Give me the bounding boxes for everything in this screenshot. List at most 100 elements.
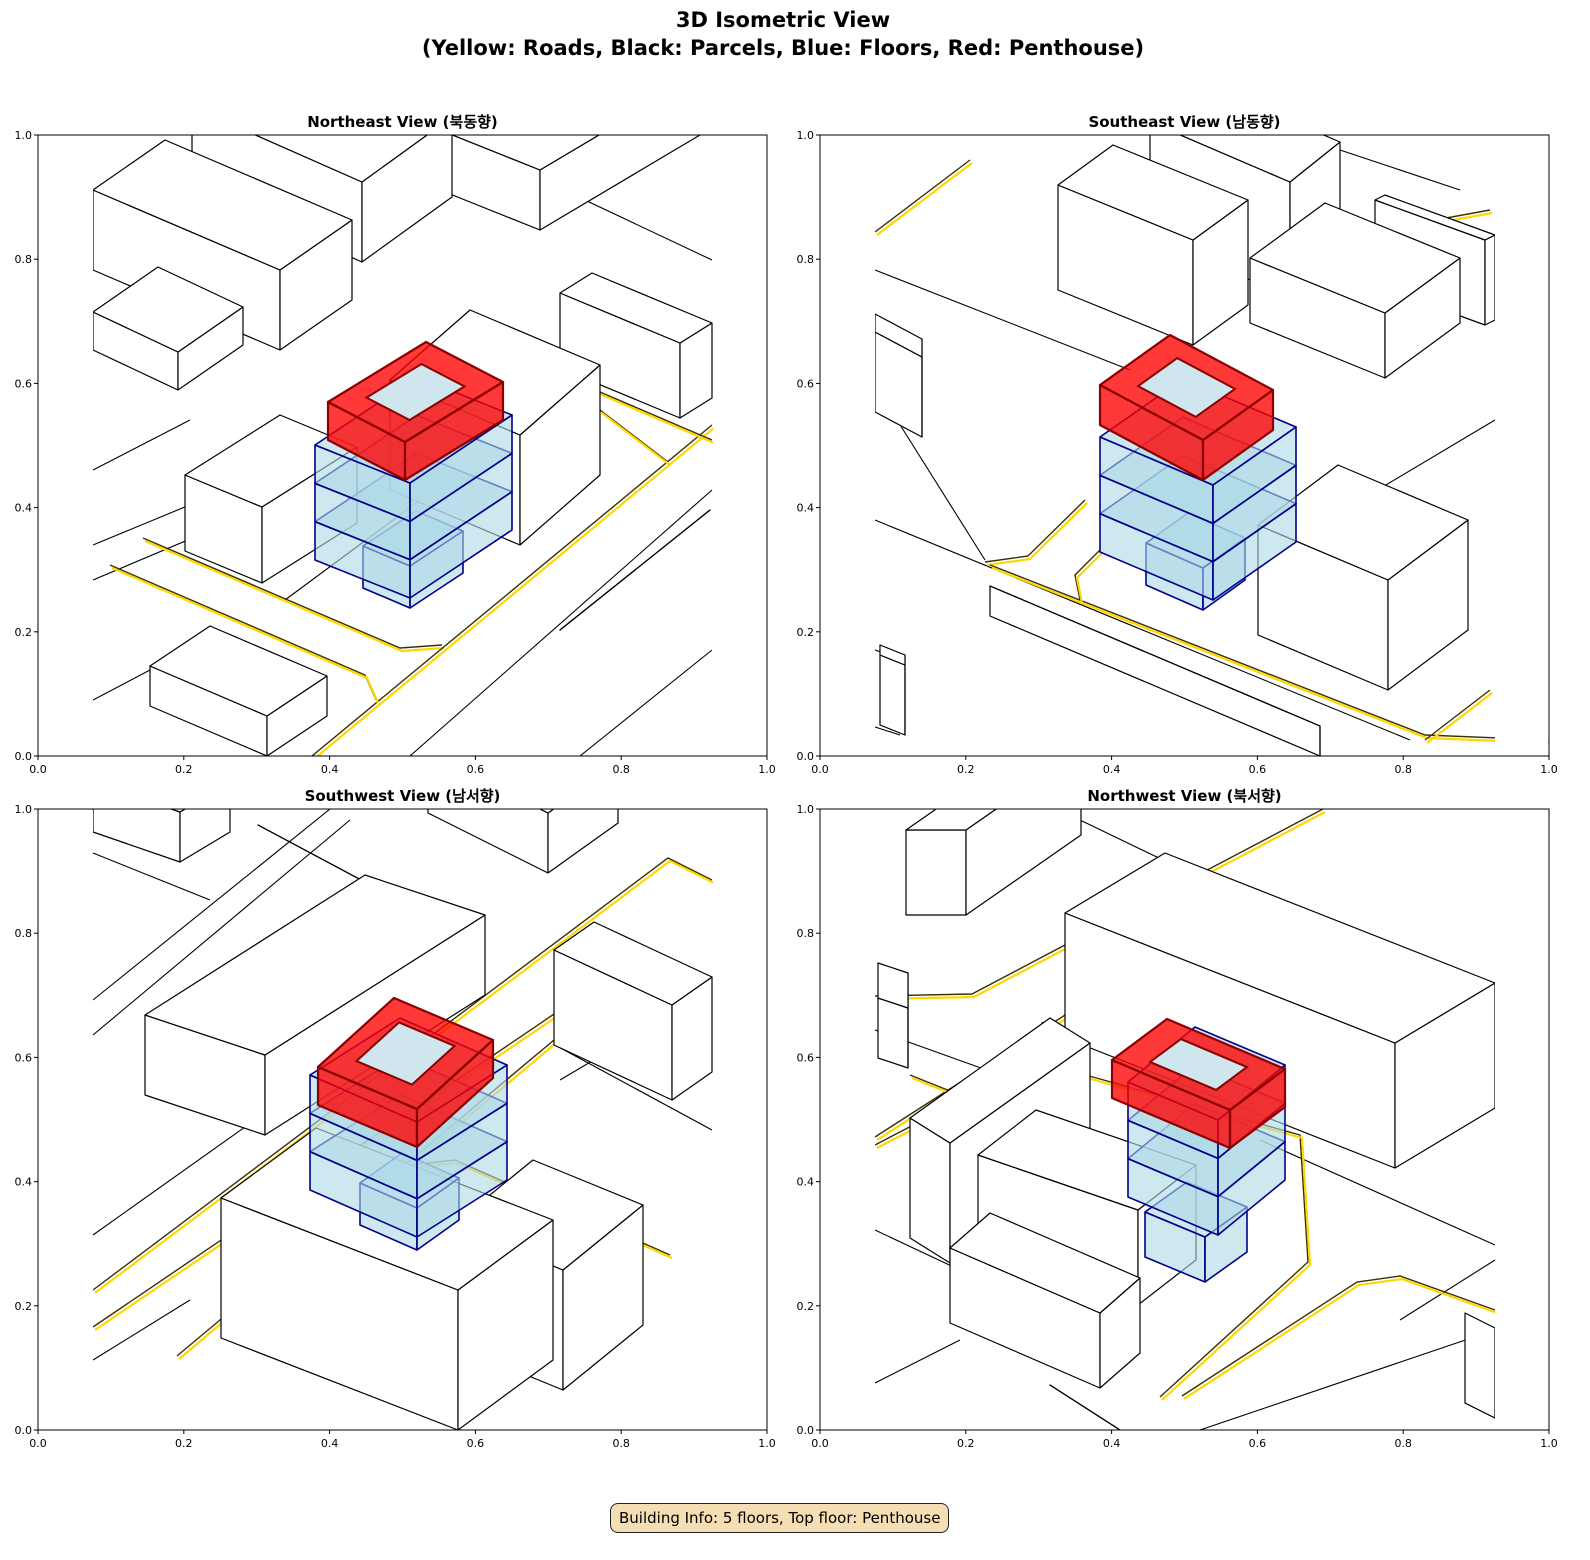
axes-frame — [37, 134, 768, 757]
x-tick-label: 1.0 — [758, 763, 776, 776]
margin-mask — [821, 810, 875, 1429]
x-tick-label: 0.6 — [1249, 1437, 1267, 1450]
margin-mask — [821, 136, 875, 755]
road-edge — [1074, 549, 1101, 601]
x-tick-label: 0.6 — [467, 763, 485, 776]
parcel-line — [874, 1339, 961, 1384]
road-line — [111, 566, 380, 704]
y-tick-label: 0.4 — [15, 1176, 33, 1189]
y-tick-label: 0.4 — [15, 502, 33, 515]
y-tick-label: 0.8 — [797, 253, 815, 266]
x-tick-label: 0.4 — [1103, 1437, 1121, 1450]
x-tick-label: 0.8 — [612, 1437, 630, 1450]
margin-mask — [1495, 810, 1548, 1429]
x-tick-label: 0.0 — [811, 1437, 829, 1450]
x-tick-label: 0.2 — [957, 1437, 975, 1450]
x-tick-label: 0.0 — [811, 763, 829, 776]
x-tick-label: 0.8 — [612, 763, 630, 776]
parcel-line — [92, 852, 211, 901]
penthouse — [1098, 333, 1275, 482]
penthouse-courtyard — [1148, 1037, 1249, 1092]
x-tick-label: 0.2 — [175, 763, 193, 776]
parcel-line — [1339, 149, 1461, 191]
scene-4 — [821, 809, 1548, 1430]
y-tick-label: 0.6 — [797, 1051, 815, 1064]
road-edge — [1181, 1275, 1496, 1397]
parcel-building — [989, 585, 1321, 756]
subplot-title: Southwest View (남서향) — [305, 787, 501, 805]
parcel-building — [92, 139, 353, 351]
parcel-building — [559, 272, 713, 419]
subplot-title: Southeast View (남동향) — [1088, 113, 1280, 131]
parcel-line — [874, 519, 1411, 741]
axes-frame — [819, 808, 1550, 1431]
subplot-title: Northeast View (북동향) — [307, 113, 498, 131]
road-edge — [599, 409, 669, 463]
margin-mask — [713, 136, 766, 755]
y-tick-label: 0.6 — [797, 377, 815, 390]
scene-3 — [39, 809, 766, 1430]
figure-title: 3D Isometric View (Yellow: Roads, Black:… — [0, 6, 1566, 62]
road-line — [1183, 1277, 1498, 1400]
building-info-box: Building Info: 5 floors, Top floor: Pent… — [610, 1503, 950, 1533]
parcel-building — [427, 809, 619, 874]
x-tick-label: 0.6 — [1249, 763, 1267, 776]
parcel-building — [92, 809, 231, 863]
y-tick-label: 1.0 — [797, 803, 815, 816]
x-tick-label: 0.6 — [467, 1437, 485, 1450]
subplot-1: Northeast View (북동향) 0.0 0.2 0.4 0.6 0.8 1.0 0.… — [15, 113, 776, 776]
road-edge — [92, 857, 713, 1291]
x-tick-label: 1.0 — [1540, 1437, 1558, 1450]
road-edge — [311, 424, 713, 756]
parcel-building — [874, 313, 923, 438]
y-tick-label: 1.0 — [797, 129, 815, 142]
road-line — [876, 162, 973, 236]
y-tick-label: 0.2 — [15, 626, 33, 639]
y-tick-label: 0.8 — [15, 253, 33, 266]
parcel-line — [92, 669, 151, 701]
y-tick-label: 0.2 — [797, 626, 815, 639]
y-tick-label: 0.6 — [15, 377, 33, 390]
subplot-2: Southeast View (남동향) 0.0 0.2 0.4 0.6 0.8 1.0 0.… — [797, 113, 1558, 776]
y-tick-label: 0.4 — [797, 1176, 815, 1189]
x-tick-label: 0.4 — [321, 1437, 339, 1450]
penthouse-courtyard — [364, 362, 467, 422]
y-tick-label: 0.4 — [797, 502, 815, 515]
y-tick-label: 0.8 — [797, 927, 815, 940]
parcel-line — [579, 649, 713, 756]
y-tick-label: 0.0 — [15, 750, 33, 763]
road-edge — [142, 537, 443, 649]
parcel-line — [554, 1044, 713, 1131]
parcel-building — [149, 625, 328, 756]
margin-mask — [1495, 136, 1548, 755]
parcel-line — [409, 489, 713, 756]
subplot-3: Southwest View (남서향) 0.0 0.2 0.4 0.6 0.8 1.0 0.… — [15, 787, 776, 1450]
y-tick-label: 0.2 — [15, 1300, 33, 1313]
penthouse — [326, 340, 505, 482]
parcel-line — [874, 1229, 961, 1271]
margin-mask — [713, 810, 766, 1429]
parcel-building — [559, 509, 711, 631]
x-tick-label: 1.0 — [758, 1437, 776, 1450]
figure-title-line-2: (Yellow: Roads, Black: Parcels, Blue: Fl… — [421, 36, 1145, 60]
y-tick-label: 0.0 — [797, 750, 815, 763]
road-line — [601, 412, 671, 466]
parcel-line — [92, 809, 331, 1001]
x-tick-label: 0.8 — [1394, 1437, 1412, 1450]
parcel-building — [439, 135, 701, 231]
parcel-building — [1249, 202, 1461, 379]
parcel-line — [874, 726, 901, 736]
road-edge — [874, 159, 971, 233]
y-tick-label: 0.0 — [797, 1424, 815, 1437]
x-tick-label: 0.0 — [29, 1437, 47, 1450]
y-tick-label: 0.2 — [797, 1300, 815, 1313]
parcel-building — [1064, 852, 1496, 1169]
parcel-line — [874, 269, 1131, 371]
y-tick-label: 0.6 — [15, 1051, 33, 1064]
x-tick-label: 0.4 — [321, 763, 339, 776]
parcel-building — [1049, 1384, 1121, 1430]
parcel-building — [92, 266, 244, 391]
parcel-line — [1199, 1329, 1496, 1430]
